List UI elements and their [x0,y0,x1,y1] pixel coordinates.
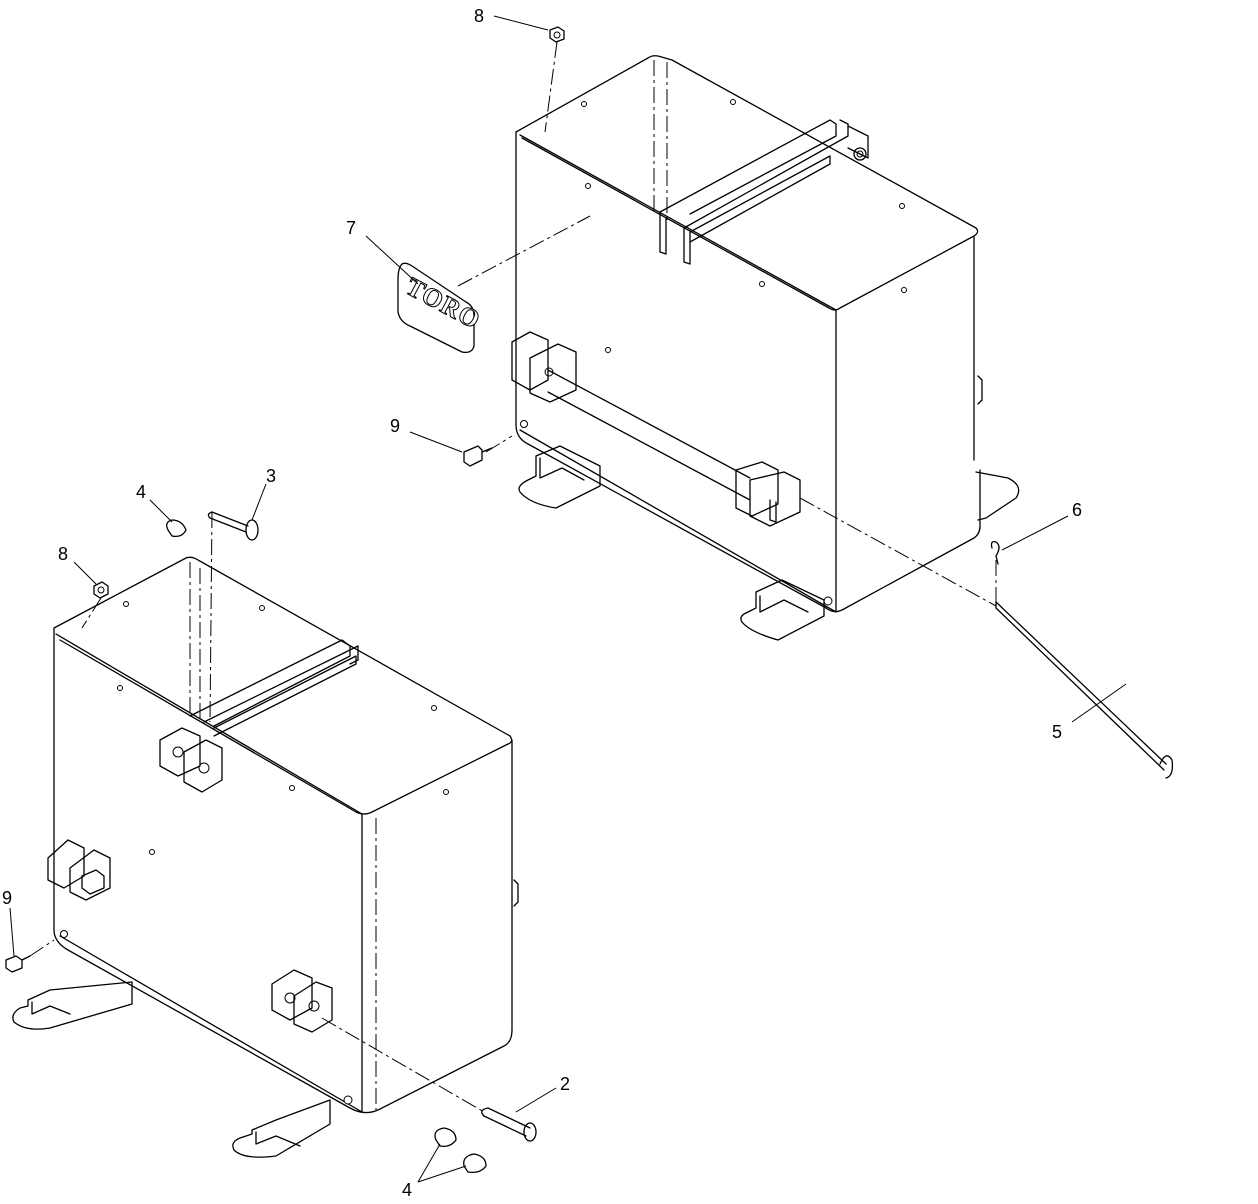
bolt-upper [463,445,493,467]
hairpin-clip [990,540,1000,565]
upper-weight-box [511,55,1020,641]
callout-9-upper: 9 [390,416,400,436]
long-pin [995,601,1174,779]
short-pin-upper [207,511,259,541]
decal-text: TORO [401,272,485,335]
callout-4-upper: 4 [136,482,146,502]
callout-9-lower: 9 [2,888,12,908]
toro-decal: TORO [397,262,486,354]
callout-5: 5 [1052,722,1062,742]
lower-weight-box [12,556,519,1158]
short-pin-lower [481,1107,537,1142]
nut-lower [93,581,109,599]
callout-4-lower: 4 [402,1180,412,1200]
callout-7: 7 [346,218,356,238]
callout-6: 6 [1072,500,1082,520]
nut-upper [549,26,565,43]
bolt-lower [5,955,31,973]
callout-3: 3 [266,466,276,486]
callout-8-upper: 8 [474,6,484,26]
assembly-lines [29,41,997,1113]
callout-2: 2 [560,1074,570,1094]
clip-upper [166,519,187,538]
callout-8-lower: 8 [58,544,68,564]
callouts: 8 7 9 4 3 8 6 5 9 2 4 [2,6,1127,1200]
clips-lower [434,1127,487,1174]
